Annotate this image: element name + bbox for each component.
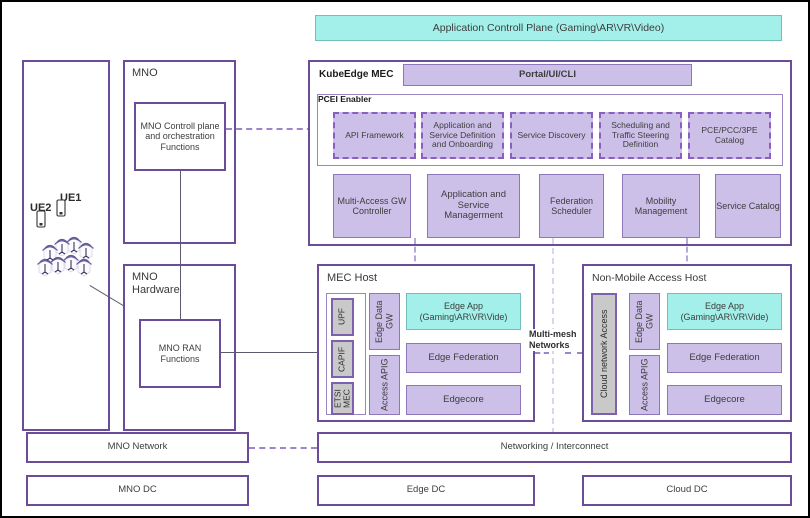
mec-host-edge-app: Edge App (Gaming\AR\VR\Vide) — [406, 293, 521, 330]
ue-devices-icon — [36, 199, 94, 277]
application-control-plane-bar: Application Controll Plane (Gaming\AR\VR… — [315, 15, 782, 41]
non-mobile-cloud-network-access: Cloud network Access — [591, 293, 617, 415]
pcei-item-pce-pcc-3pe-catalog: PCE/PCC/3PE Catalog — [688, 112, 771, 159]
mec-host-upf: UPF — [331, 298, 354, 336]
edge-dc-bar: Edge DC — [317, 475, 535, 506]
service-multi-access-gw-controller: Multi-Access GW Controller — [333, 174, 411, 238]
pcei-enabler-title: PCEI Enabler — [318, 94, 372, 104]
non-mobile-edgecore: Edgecore — [667, 385, 782, 415]
mec-host-access-apig: Access APIG — [369, 355, 400, 415]
pcei-item-api-framework: API Framework — [333, 112, 416, 159]
mno-control-plane-node: MNO Controll plane and orchestration Fun… — [134, 102, 226, 171]
mec-host-title: MEC Host — [327, 272, 378, 284]
pcei-item-service-discovery: Service Discovery — [510, 112, 593, 159]
service-mobility-management: Mobility Management — [622, 174, 700, 238]
pcei-item-app-service-definition: Application and Service Definition and O… — [421, 112, 504, 159]
networking-interconnect-bar: Networking / Interconnect — [317, 432, 792, 463]
cloud-dc-bar: Cloud DC — [582, 475, 792, 506]
connector-kubeedge-to-nonmobile-host — [686, 238, 688, 270]
mno-hardware-title: MNO Hardware — [132, 271, 180, 296]
connector-mno-to-pcei — [226, 128, 323, 130]
pcei-item-scheduling-traffic-steering: Scheduling and Traffic Steering Definiti… — [599, 112, 682, 159]
mec-host-etsi-mec: ETSI MEC — [331, 382, 354, 415]
non-mobile-edge-data-gw: Edge Data GW — [629, 293, 660, 350]
connector-kubeedge-to-mec-host — [414, 238, 416, 270]
mec-host-edge-data-gw: Edge Data GW — [369, 293, 400, 350]
ue2-label: UE2 — [30, 202, 52, 214]
non-mobile-access-apig: Access APIG — [629, 355, 660, 415]
non-mobile-edge-app: Edge App (Gaming\AR\VR\Vide) — [667, 293, 782, 330]
mec-host-edge-federation: Edge Federation — [406, 343, 521, 373]
connector-mno-network-to-interconnect — [249, 447, 317, 449]
connector-cp-to-ran — [180, 171, 181, 319]
connector-ran-to-mec-host — [221, 352, 317, 353]
kubeedge-mec-title: KubeEdge MEC — [319, 69, 394, 80]
service-app-and-service-management: Application and Service Managerment — [427, 174, 520, 238]
portal-ui-cli-node: Portal/UI/CLI — [403, 64, 692, 86]
mno-ran-functions-node: MNO RAN Functions — [139, 319, 221, 388]
connector-multimesh-to-nonmobile — [565, 352, 583, 354]
multi-mesh-networks-label: Multi-mesh Networks — [529, 329, 585, 351]
non-mobile-edge-federation: Edge Federation — [667, 343, 782, 373]
connector-mec-to-multimesh — [535, 352, 549, 354]
mno-network-bar: MNO Network — [26, 432, 249, 463]
mno-title: MNO — [132, 67, 158, 79]
mno-dc-bar: MNO DC — [26, 475, 249, 506]
mec-host-capif: CAPIF — [331, 340, 354, 378]
non-mobile-access-host-title: Non-Mobile Access Host — [592, 272, 707, 284]
service-catalog: Service Catalog — [715, 174, 781, 238]
mec-host-edgecore: Edgecore — [406, 385, 521, 415]
service-federation-scheduler: Federation Scheduler — [539, 174, 604, 238]
